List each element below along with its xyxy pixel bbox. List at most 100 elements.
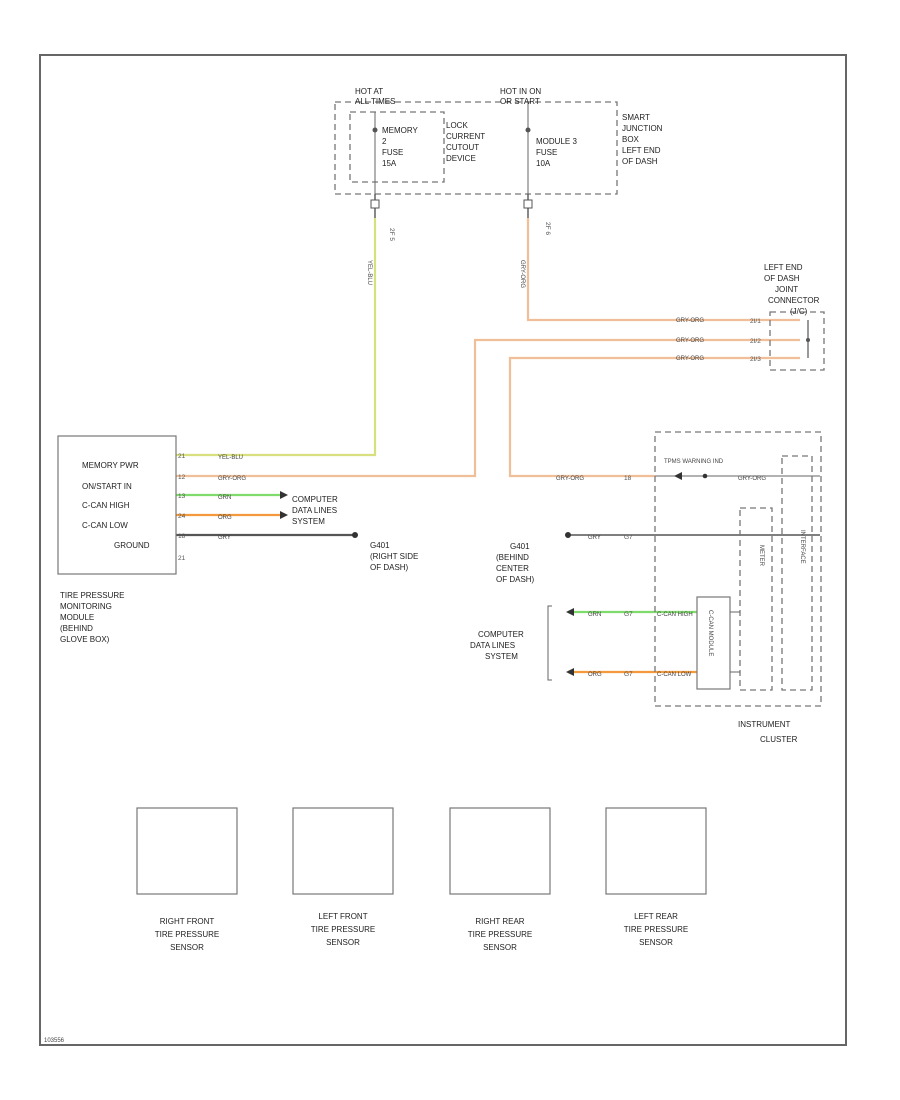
svg-text:FUSE: FUSE bbox=[536, 148, 557, 157]
tpms-pin-4: 24 bbox=[178, 513, 186, 520]
svg-text:SENSOR: SENSOR bbox=[483, 943, 517, 952]
svg-text:COMPUTER: COMPUTER bbox=[292, 495, 338, 504]
svg-text:2: 2 bbox=[382, 137, 387, 146]
tpms-wire-yel-blu: YEL-BLU bbox=[218, 455, 243, 461]
svg-text:SMART: SMART bbox=[622, 113, 650, 122]
cluster-can-low-pin: G7 bbox=[624, 671, 633, 678]
tpms-pin-5: 18 bbox=[178, 533, 186, 540]
arrow-tpms-ind bbox=[674, 472, 682, 480]
memory-fuse-subbox bbox=[349, 111, 445, 183]
svg-text:15A: 15A bbox=[382, 159, 397, 168]
jc-wire-3: GRY-ORG bbox=[676, 356, 704, 362]
diagram-frame bbox=[39, 54, 847, 1046]
tpms-module bbox=[57, 435, 177, 575]
cluster-can-low-label: C-CAN LOW bbox=[657, 672, 692, 678]
hot-at-all-times-label: HOT AT ALL TIMES bbox=[355, 87, 395, 106]
svg-text:CURRENT: CURRENT bbox=[446, 132, 485, 141]
cluster-can-high-pin: G7 bbox=[624, 611, 633, 618]
cluster-ground-wire: GRY bbox=[588, 535, 601, 541]
wire-yel-blu bbox=[176, 218, 377, 457]
svg-text:DEVICE: DEVICE bbox=[446, 154, 476, 163]
svg-text:COMPUTER: COMPUTER bbox=[478, 630, 524, 639]
tpms-pin-3: 13 bbox=[178, 493, 186, 500]
svg-text:ALL TIMES: ALL TIMES bbox=[355, 97, 395, 106]
svg-text:BOX: BOX bbox=[622, 135, 640, 144]
jc-pin-2: 2I/2 bbox=[750, 338, 761, 345]
joint-connector bbox=[769, 311, 825, 371]
smart-junction-box-label: SMART JUNCTION BOX LEFT END OF DASH bbox=[622, 113, 663, 166]
svg-text:CENTER: CENTER bbox=[496, 564, 529, 573]
sensor-left-rear-label: LEFT REAR TIRE PRESSURE SENSOR bbox=[624, 912, 688, 947]
junction-pin-left: 2F 5 bbox=[388, 228, 395, 241]
svg-text:MONITORING: MONITORING bbox=[60, 602, 112, 611]
svg-text:CLUSTER: CLUSTER bbox=[760, 735, 798, 744]
sensor-left-front-label: LEFT FRONT TIRE PRESSURE SENSOR bbox=[311, 912, 375, 947]
tpms-row-memory-pwr: MEMORY PWR bbox=[82, 461, 139, 470]
tpms-row-can-high: C-CAN HIGH bbox=[82, 501, 130, 510]
sensor-right-front bbox=[136, 807, 238, 895]
svg-text:OF DASH: OF DASH bbox=[622, 157, 658, 166]
svg-text:SYSTEM: SYSTEM bbox=[485, 652, 518, 661]
arrow-cluster-can-low bbox=[566, 668, 574, 676]
svg-text:OF DASH: OF DASH bbox=[764, 274, 800, 283]
cluster-interface-label: INTERFACE bbox=[799, 530, 805, 564]
diagram-id: 103556 bbox=[44, 1038, 65, 1044]
sensor-left-rear bbox=[605, 807, 707, 895]
hot-in-run-label: HOT IN ON OR START bbox=[500, 87, 541, 106]
svg-text:GLOVE BOX): GLOVE BOX) bbox=[60, 635, 110, 644]
sensor-right-front-label: RIGHT FRONT TIRE PRESSURE SENSOR bbox=[155, 917, 219, 952]
svg-text:SYSTEM: SYSTEM bbox=[292, 517, 325, 526]
svg-text:RIGHT FRONT: RIGHT FRONT bbox=[160, 917, 215, 926]
sensor-right-rear bbox=[449, 807, 551, 895]
cluster-input-wire: GRY-ORG bbox=[556, 476, 584, 482]
svg-text:DATA LINES: DATA LINES bbox=[470, 641, 515, 650]
svg-text:10A: 10A bbox=[536, 159, 551, 168]
svg-text:LOCK: LOCK bbox=[446, 121, 468, 130]
wire-label-gry-org: GRY-ORG bbox=[519, 260, 525, 288]
svg-text:TIRE PRESSURE: TIRE PRESSURE bbox=[155, 930, 219, 939]
svg-text:MEMORY: MEMORY bbox=[382, 126, 419, 135]
tpms-pin-1: 21 bbox=[178, 453, 186, 460]
svg-text:(BEHIND: (BEHIND bbox=[60, 624, 93, 633]
junction-pin-right: 2F 6 bbox=[544, 222, 551, 235]
svg-text:TIRE PRESSURE: TIRE PRESSURE bbox=[468, 930, 532, 939]
wire-gry-org-cluster bbox=[508, 356, 800, 478]
svg-text:TIRE PRESSURE: TIRE PRESSURE bbox=[311, 925, 375, 934]
tpms-row-can-low: C-CAN LOW bbox=[82, 521, 128, 530]
svg-text:HOT AT: HOT AT bbox=[355, 87, 383, 96]
wire-gry-org-jc-feed bbox=[526, 218, 800, 322]
data-lines-bracket bbox=[547, 605, 552, 681]
cluster-ground-pin: G7 bbox=[624, 534, 633, 541]
jc-wire-1: GRY-ORG bbox=[676, 318, 704, 324]
svg-text:OF DASH): OF DASH) bbox=[496, 575, 535, 584]
svg-text:LEFT REAR: LEFT REAR bbox=[634, 912, 678, 921]
tpms-wire-org: ORG bbox=[218, 515, 232, 521]
tpms-wire-gry-org: GRY-ORG bbox=[218, 476, 246, 482]
tpms-row-on-start: ON/START IN bbox=[82, 482, 132, 491]
tpms-wire-gry: GRY bbox=[218, 535, 231, 541]
joint-connector-label: LEFT END OF DASH JOINT CONNECTOR (J/C) bbox=[764, 263, 820, 316]
arrow-cluster-can-high bbox=[566, 608, 574, 616]
svg-text:LEFT END: LEFT END bbox=[764, 263, 803, 272]
svg-text:HOT IN ON: HOT IN ON bbox=[500, 87, 541, 96]
jc-pin-3: 2I/3 bbox=[750, 356, 761, 363]
sensor-left-front bbox=[292, 807, 394, 895]
ground-dot-tpms bbox=[352, 532, 358, 538]
svg-text:LEFT END: LEFT END bbox=[622, 146, 661, 155]
cluster-ind-wire: GRY-ORG bbox=[738, 476, 766, 482]
ground-g401-center-label: G401 (BEHIND CENTER OF DASH) bbox=[496, 542, 535, 584]
svg-text:INSTRUMENT: INSTRUMENT bbox=[738, 720, 791, 729]
cluster-can-low-wire: ORG bbox=[588, 672, 602, 678]
svg-text:CUTOUT: CUTOUT bbox=[446, 143, 479, 152]
cluster-interface-box bbox=[781, 455, 813, 691]
instrument-cluster bbox=[654, 431, 822, 707]
svg-text:(J/C): (J/C) bbox=[790, 307, 808, 316]
jc-wire-2: GRY-ORG bbox=[676, 338, 704, 344]
svg-text:CONNECTOR: CONNECTOR bbox=[768, 296, 820, 305]
computer-data-lines-label-1: COMPUTER DATA LINES SYSTEM bbox=[292, 495, 338, 526]
cluster-can-high-label: C-CAN HIGH bbox=[657, 612, 693, 618]
cluster-meter-box bbox=[739, 507, 773, 691]
sensor-right-rear-label: RIGHT REAR TIRE PRESSURE SENSOR bbox=[468, 917, 532, 952]
module-3-fuse-label: MODULE 3 FUSE 10A bbox=[536, 137, 577, 168]
